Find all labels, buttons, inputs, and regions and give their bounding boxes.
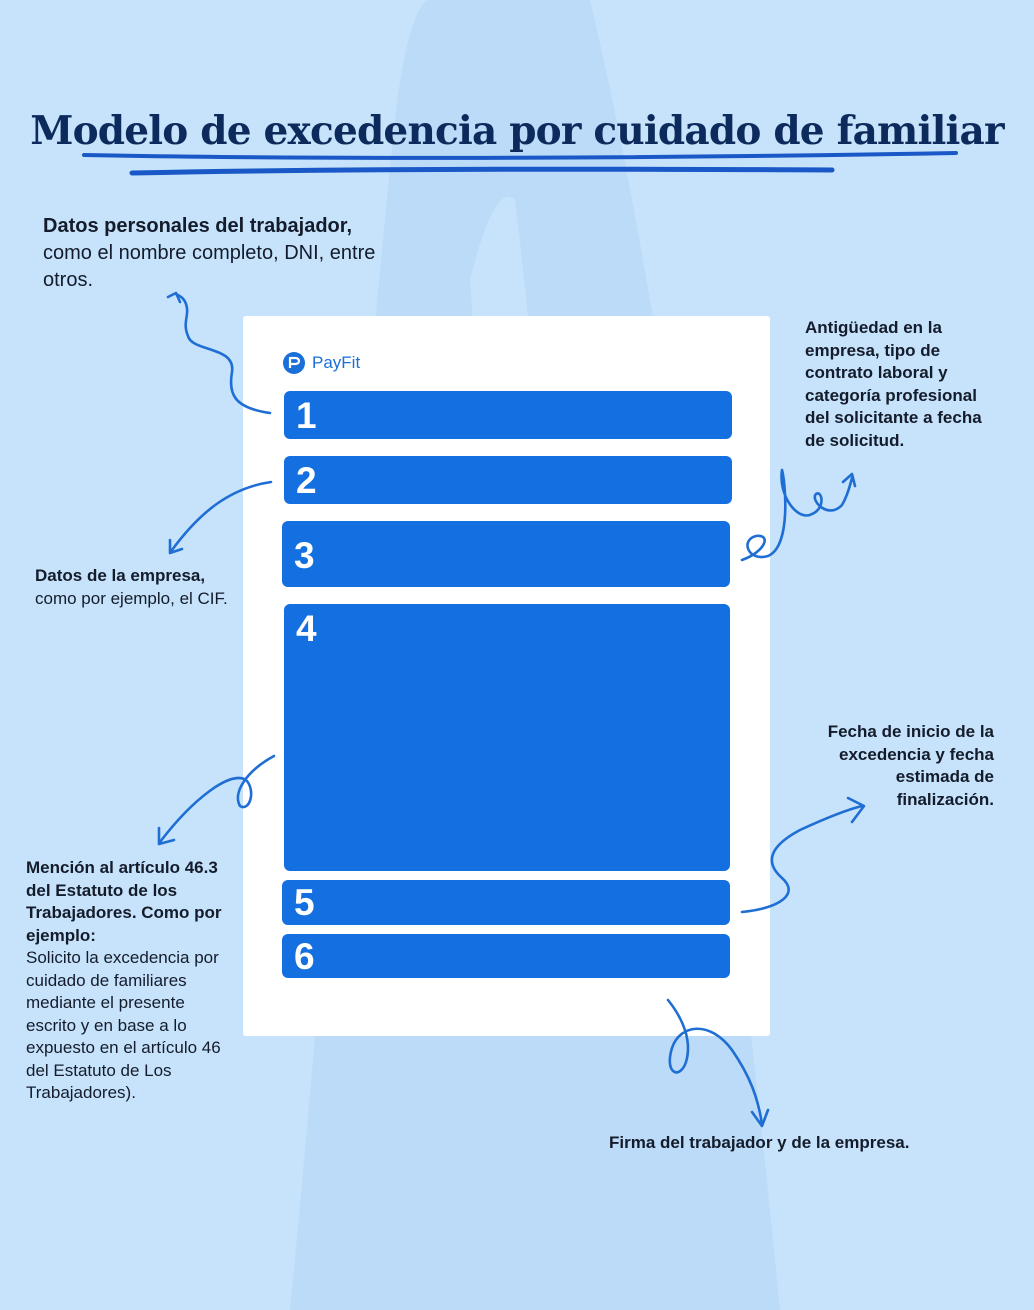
form-section-6: 6 <box>282 934 730 978</box>
annotation-company-bold: Datos de la empresa, <box>35 566 206 585</box>
page-title: Modelo de excedencia por cuidado de fami… <box>30 108 1004 154</box>
form-section-3: 3 <box>282 521 730 587</box>
section-number-2: 2 <box>296 460 317 501</box>
brand-logo: PayFit <box>283 352 360 374</box>
section-number-6: 6 <box>294 936 315 977</box>
annotation-company-text: como por ejemplo, el CIF. <box>35 588 228 608</box>
brand-name: PayFit <box>312 353 361 372</box>
section-number-3: 3 <box>294 535 315 576</box>
annotation-article-mention: Mención al artículo 46.3 del Estatuto de… <box>26 857 226 1105</box>
section-number-4: 4 <box>296 608 317 649</box>
annotation-signature: Firma del trabajador y de la empresa. <box>609 1133 910 1152</box>
section-number-1: 1 <box>296 395 317 436</box>
document-card: PayFit 1 2 3 4 5 6 <box>243 316 770 1036</box>
annotation-article-text: Solicito la excedencia por cuidado de fa… <box>26 948 221 1102</box>
payfit-logo-icon <box>283 352 305 374</box>
annotation-company-data: Datos de la empresa, como por ejemplo, e… <box>35 565 235 610</box>
form-section-4: 4 <box>284 604 730 871</box>
section-number-5: 5 <box>294 882 315 923</box>
annotation-article-bold: Mención al artículo 46.3 del Estatuto de… <box>26 858 222 945</box>
title-underline <box>82 151 958 176</box>
annotation-personal-text: como el nombre completo, DNI, entre otro… <box>43 242 376 291</box>
annotation-personal-data: Datos personales del trabajador, como el… <box>43 213 383 294</box>
form-section-2: 2 <box>284 456 732 504</box>
annotation-seniority: Antigüedad en la empresa, tipo de contra… <box>805 318 982 450</box>
annotation-dates: Fecha de inicio de la excedencia y fecha… <box>827 722 994 809</box>
form-section-1: 1 <box>284 391 732 439</box>
annotation-personal-bold: Datos personales del trabajador, <box>43 215 352 237</box>
form-section-5: 5 <box>282 880 730 925</box>
